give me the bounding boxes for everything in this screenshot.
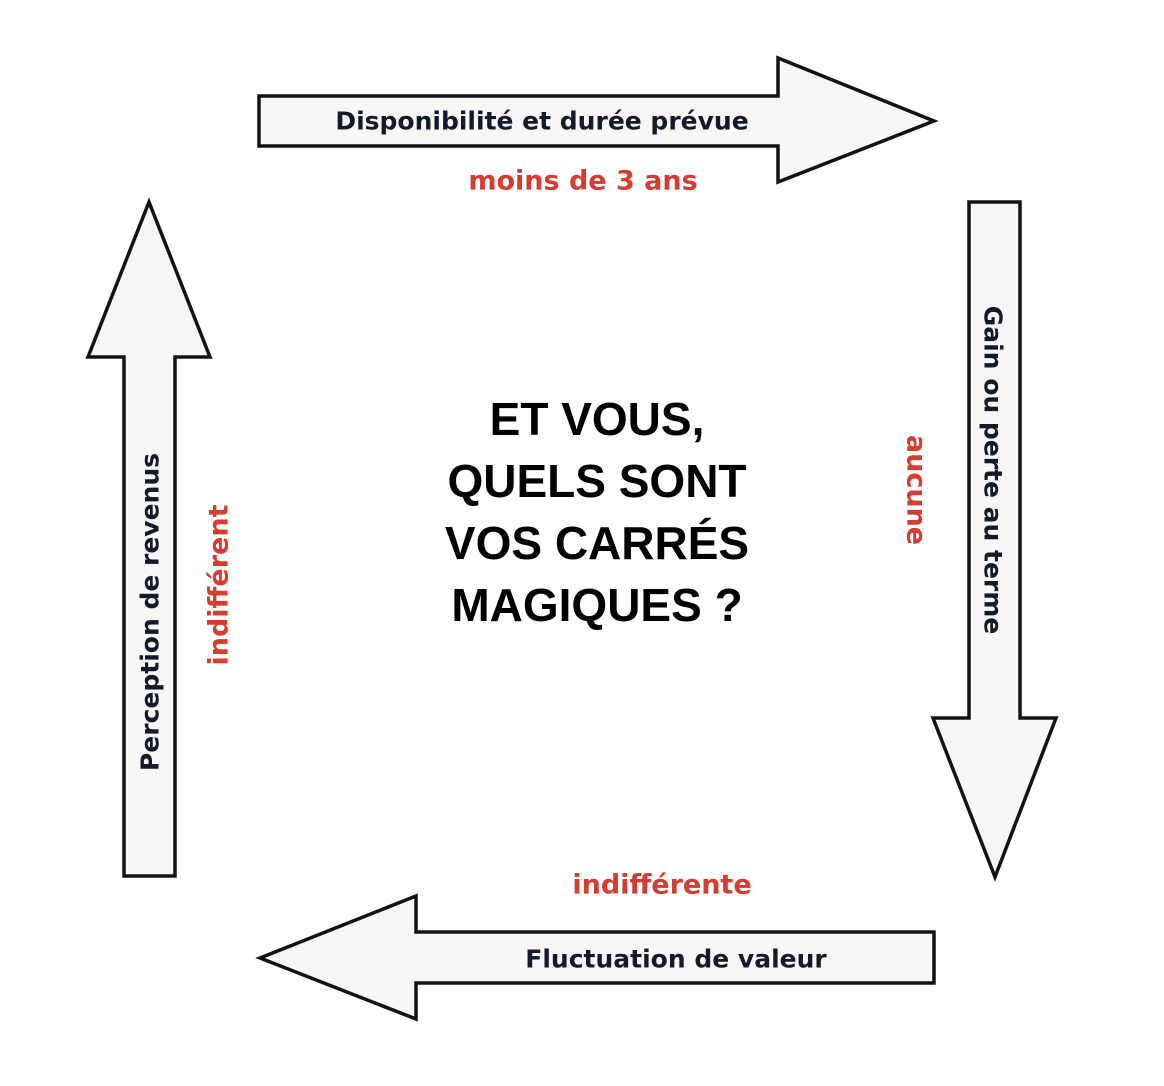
right-arrow-value: aucune	[900, 434, 932, 546]
title-line: ET VOUS,	[489, 393, 705, 445]
top-arrow-label: Disponibilité et durée prévue	[335, 106, 749, 136]
right-arrow-label: Gain ou perte au terme	[978, 305, 1008, 635]
title-line: VOS CARRÉS	[444, 517, 750, 569]
bottom-arrow-value: indifférente	[572, 869, 752, 901]
title-line: MAGIQUES ?	[451, 579, 743, 631]
arrow-up-pointing-left	[85, 197, 213, 878]
top-arrow-value: moins de 3 ans	[468, 165, 698, 197]
left-arrow-label: Perception de revenus	[135, 452, 165, 772]
title-line: QUELS SONT	[447, 455, 747, 507]
center-title: ET VOUS, QUELS SONT VOS CARRÉS MAGIQUES …	[347, 388, 847, 636]
left-arrow-value: indifférent	[203, 504, 235, 666]
arrow-right-pointing-top	[257, 55, 939, 185]
bottom-arrow-label: Fluctuation de valeur	[525, 944, 827, 974]
arrow-down-pointing-right	[930, 200, 1059, 882]
arrow-left-pointing-bottom	[255, 893, 936, 1022]
